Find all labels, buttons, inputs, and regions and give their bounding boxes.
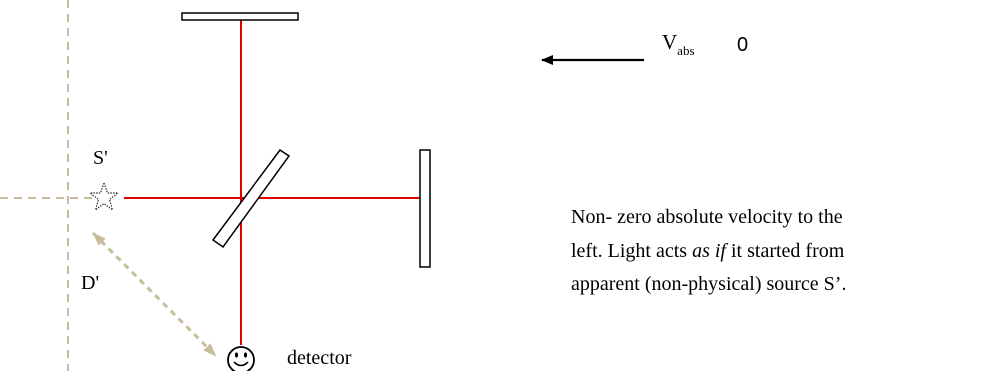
smiley-face-icon xyxy=(227,346,255,371)
caption-line-2-start: left. Light acts xyxy=(571,240,692,262)
velocity-symbol: V xyxy=(662,30,677,54)
distance-label: D' xyxy=(81,272,99,294)
right-mirror xyxy=(419,149,431,268)
source-label: S' xyxy=(93,147,108,169)
beam-splitter xyxy=(211,148,291,249)
velocity-subscript: abs xyxy=(677,43,694,58)
caption-line-1: Non- zero absolute velocity to the xyxy=(571,206,843,228)
velocity-value: 0 xyxy=(737,34,748,56)
distance-arrow xyxy=(91,231,218,358)
detector-label: detector xyxy=(287,347,352,369)
star-outline-icon xyxy=(88,181,120,212)
caption-line-2-italic: as if xyxy=(692,240,728,262)
top-mirror xyxy=(181,12,299,21)
caption-line-2-end: it started from xyxy=(726,240,845,262)
velocity-label: Vabs xyxy=(662,30,695,58)
caption-line-2: left. Light acts as if it started from xyxy=(571,240,845,262)
caption-line-3: apparent (non-physical) source S’. xyxy=(571,273,846,295)
